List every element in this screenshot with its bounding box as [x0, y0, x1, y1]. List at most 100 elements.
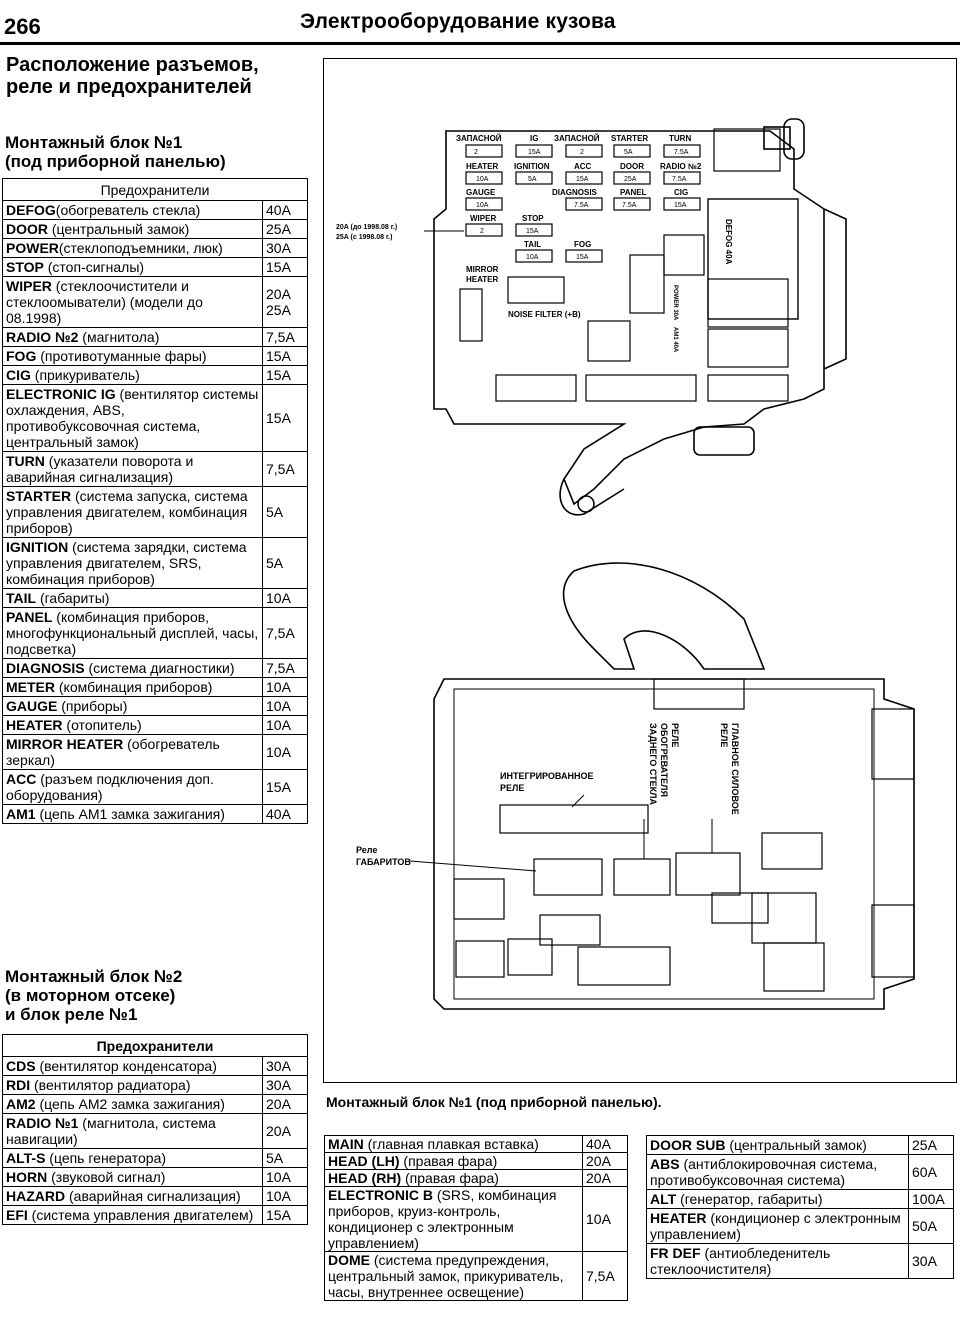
br-fuse-desc: (генератор, габариты) — [676, 1191, 823, 1207]
b2-fuse-desc: (вентилятор конденсатора) — [35, 1058, 217, 1074]
br-fuse-amp: 60A — [908, 1154, 954, 1190]
block2-title: Монтажный блок №2 (в моторном отсеке) и … — [5, 967, 182, 1024]
block2-title-line3: и блок реле №1 — [5, 1005, 138, 1024]
b1-row: POWER(стеклоподъемники, люк)30A — [2, 238, 308, 258]
b1-row-desc-cell: METER (комбинация приборов) — [2, 677, 263, 697]
b1-row: DOOR (центральный замок)25A — [2, 219, 308, 239]
bm-fuse-code: DOME — [328, 1252, 370, 1268]
fuse-label-spare2: ЗАПАСНОЙ — [554, 134, 600, 143]
b1-fuse-code: STOP — [6, 259, 44, 275]
b2-fuse-code: CDS — [6, 1058, 36, 1074]
bm-row: DOME (система предупреждения, центральны… — [324, 1251, 628, 1301]
b1-fuse-desc: (вентилятор системы охлаждения, ABS, про… — [6, 386, 259, 450]
br-row-desc-cell: DOOR SUB (центральный замок) — [646, 1135, 909, 1155]
fuse-label-radio2: RADIO №2 — [660, 162, 702, 171]
relay-integrated-label-2: РЕЛЕ — [500, 783, 524, 793]
b1-row-desc-cell: ACC (разъем подключения доп. оборудовани… — [2, 769, 263, 805]
bm-row: ELECTRONIC B (SRS, комбинация приборов, … — [324, 1186, 628, 1252]
b2-row: RADIO №1 (магнитола, система навигации)2… — [2, 1113, 308, 1149]
b1-fuse-amp: 30A — [262, 238, 308, 258]
bm-fuse-amp: 40A — [582, 1135, 628, 1153]
b2-fuse-amp: 5A — [262, 1148, 308, 1168]
br-fuse-desc: (антиблокировочная система, противобуксо… — [650, 1156, 878, 1188]
b1-fuse-amp: 7,5A — [262, 327, 308, 347]
bm-fuse-desc: (правая фара) — [401, 1170, 499, 1186]
b1-row-desc-cell: MIRROR HEATER (обогреватель зеркал) — [2, 734, 263, 770]
br-fuse-code: HEATER — [650, 1210, 707, 1226]
b1-fuse-desc: (магнитола) — [78, 329, 160, 345]
b1-fuse-code: CIG — [6, 367, 31, 383]
header-rule — [0, 42, 960, 45]
b2-row: ALT-S (цепь генератора)5A — [2, 1148, 308, 1168]
fuse-label-ignition: IGNITION — [514, 162, 550, 171]
block1-title: Монтажный блок №1 (под приборной панелью… — [5, 133, 226, 171]
fuse-value-wiper: 2 — [480, 228, 484, 235]
b1-fuse-amp: 10A — [262, 696, 308, 716]
b1-fuse-code: FOG — [6, 348, 37, 364]
block1-title-line2: (под приборной панелью) — [5, 152, 226, 171]
b1-row: ACC (разъем подключения доп. оборудовани… — [2, 769, 308, 805]
diagram-frame — [323, 58, 957, 1083]
b1-fuse-amp: 40A — [262, 804, 308, 824]
fuse-value-ig: 15A — [528, 149, 541, 156]
b2-row: AM2 (цепь AM2 замка зажигания)20A — [2, 1094, 308, 1114]
b1-fuse-code: STARTER — [6, 488, 72, 504]
b2-fuse-code: RADIO №1 — [6, 1115, 79, 1131]
br-row: HEATER (кондиционер с электронным управл… — [646, 1208, 954, 1244]
bm-fuse-desc: (главная плавкая вставка) — [363, 1136, 539, 1152]
b2-row: HAZARD (аварийная сигнализация)10A — [2, 1186, 308, 1206]
b1-row-desc-cell: CIG (прикуриватель) — [2, 365, 263, 385]
b1-fuse-code: AM1 — [6, 806, 36, 822]
b1-fuse-code: ACC — [6, 771, 37, 787]
b1-fuse-amp: 15A — [262, 346, 308, 366]
fuse-label-diagnosis: DIAGNOSIS — [552, 188, 598, 197]
relay-defogger-label-1: РЕЛЕ — [670, 723, 680, 747]
power-label: POWER 30A — [672, 285, 678, 321]
b1-row-desc-cell: IGNITION (система зарядки, система управ… — [2, 537, 263, 589]
b1-row-desc-cell: RADIO №2 (магнитола) — [2, 327, 263, 347]
b1-fuse-desc: (обогреватель зеркал) — [6, 736, 220, 768]
b1-row: IGNITION (система зарядки, система управ… — [2, 537, 308, 589]
br-fuse-amp: 100A — [908, 1189, 954, 1209]
b1-fuse-amp: 15A — [262, 769, 308, 805]
b1-row-desc-cell: GAUGE (приборы) — [2, 696, 263, 716]
b2-row-desc-cell: AM2 (цепь AM2 замка зажигания) — [2, 1094, 263, 1114]
b1-row-desc-cell: AM1 (цепь AM1 замка зажигания) — [2, 804, 263, 824]
b1-fuse-code: PANEL — [6, 609, 53, 625]
fuse-label-panel: PANEL — [620, 188, 647, 197]
junction-block-diagram: ЗАПАСНОЙ IG ЗАПАСНОЙ STARTER TURN HEATER… — [336, 118, 915, 1010]
bm-fuse-amp: 20A — [582, 1169, 628, 1187]
bm-row-desc-cell: HEAD (LH) (правая фара) — [324, 1152, 583, 1170]
b2-fuse-code: RDI — [6, 1077, 31, 1093]
b2-fuse-desc: (вентилятор радиатора) — [30, 1077, 191, 1093]
fuse-label-ig: IG — [530, 134, 538, 143]
b1-fuse-amp: 15A — [262, 257, 308, 277]
b1-row: ELECTRONIC IG (вентилятор системы охлажд… — [2, 384, 308, 452]
b1-fuse-code: DIAGNOSIS — [6, 660, 85, 676]
b1-row: STOP (стоп-сигналы)15A — [2, 257, 308, 277]
b2-fuse-amp: 20A — [262, 1113, 308, 1149]
b2-fuse-code: HAZARD — [6, 1188, 66, 1204]
b1-row: METER (комбинация приборов)10A — [2, 677, 308, 697]
b1-row-desc-cell: DEFOG(обогреватель стекла) — [2, 200, 263, 220]
block2-title-line2: (в моторном отсеке) — [5, 986, 176, 1005]
b1-fuse-desc: (отопитель) — [62, 717, 142, 733]
fuse-value-radio2: 7.5A — [672, 176, 687, 183]
noise-filter-label: NOISE FILTER (+B) — [508, 310, 581, 319]
b1-fuse-amp: 15A — [262, 365, 308, 385]
fuse-value-stop: 15A — [526, 228, 539, 235]
b1-row: AM1 (цепь AM1 замка зажигания)40A — [2, 804, 308, 824]
br-fuse-code: FR DEF — [650, 1245, 701, 1261]
fuse-value-heater: 10A — [476, 176, 489, 183]
b1-fuse-amp: 10A — [262, 677, 308, 697]
wiper-note-2: 25A (с 1998.08 г.) — [336, 234, 392, 241]
b1-fuse-desc: (стеклоподъемники, люк) — [58, 240, 223, 256]
bm-fuse-amp: 7,5A — [582, 1251, 628, 1301]
fuse-value-turn: 7.5A — [674, 149, 689, 156]
b1-fuse-desc: (центральный замок) — [48, 221, 190, 237]
fuse-label-turn: TURN — [669, 134, 691, 143]
b2-fuse-amp: 10A — [262, 1167, 308, 1187]
fuse-label-tail: TAIL — [524, 240, 541, 249]
bm-row-desc-cell: ELECTRONIC B (SRS, комбинация приборов, … — [324, 1186, 583, 1252]
br-fuse-code: ABS — [650, 1156, 680, 1172]
